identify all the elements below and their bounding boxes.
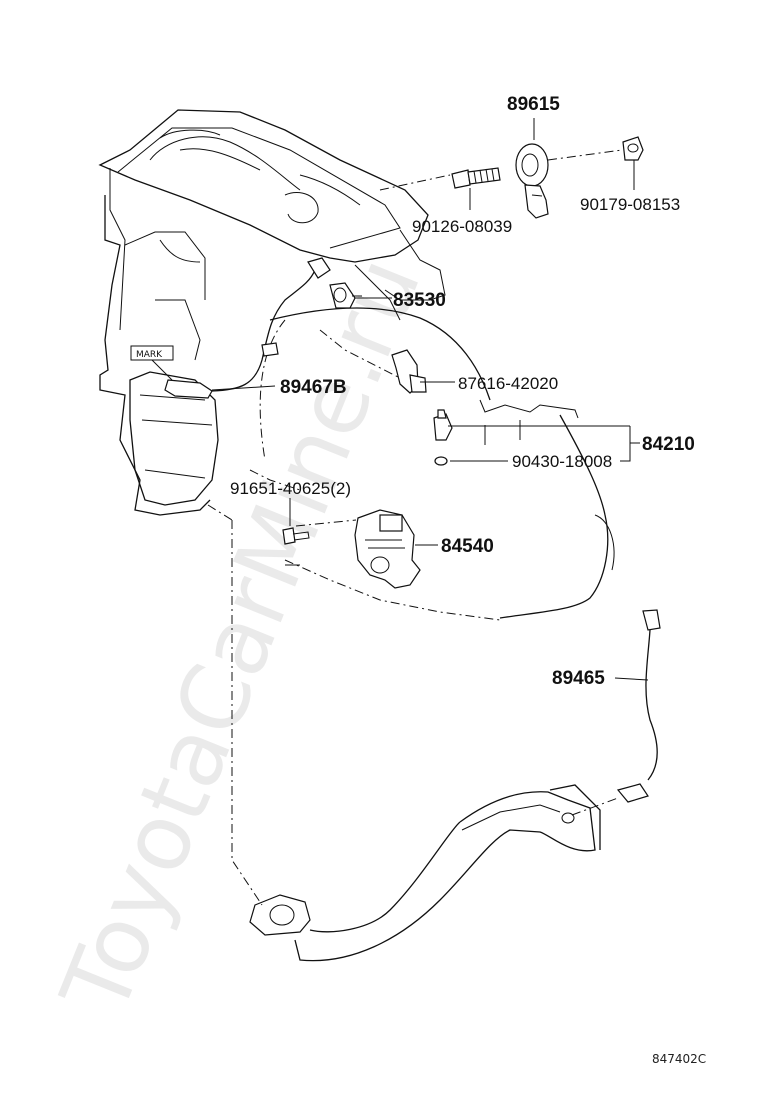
gasket-part[interactable] xyxy=(434,456,448,466)
air-fuel-sensor-part[interactable] xyxy=(164,257,331,399)
bolt-part[interactable] xyxy=(282,527,310,545)
label-89465: 89465 xyxy=(552,668,605,689)
mark-label: MARK xyxy=(136,350,163,360)
label-89615: 89615 xyxy=(507,94,560,115)
mark-callout: MARK xyxy=(130,345,174,381)
nut-part[interactable] xyxy=(622,136,644,161)
label-84540: 84540 xyxy=(441,536,494,557)
label-90179-08153: 90179-08153 xyxy=(580,195,680,214)
watermark-text: ToyotaCarMine.ru xyxy=(41,243,442,1029)
oil-pressure-switch-part[interactable] xyxy=(329,282,362,309)
stud-bolt-part[interactable] xyxy=(451,167,501,189)
label-87616-42020: 87616-42020 xyxy=(458,374,558,393)
neutral-switch-part[interactable] xyxy=(354,509,421,589)
label-90430-18008: 90430-18008 xyxy=(512,452,612,471)
leader-lines xyxy=(207,118,649,906)
diagram-code: 847402C xyxy=(652,1052,706,1066)
clamp-part[interactable] xyxy=(391,349,427,394)
exhaust-pipe-illustration xyxy=(249,784,601,962)
label-89467B: 89467B xyxy=(280,377,347,398)
label-91651-40625: 91651-40625(2) xyxy=(230,479,351,498)
temperature-sensor-part[interactable] xyxy=(433,409,453,441)
oxygen-sensor-part[interactable] xyxy=(616,609,661,803)
label-84210: 84210 xyxy=(642,434,695,455)
knock-sensor-part[interactable] xyxy=(515,143,549,219)
label-83530: 83530 xyxy=(393,290,446,311)
engine-block-illustration xyxy=(98,109,615,621)
label-90126-08039: 90126-08039 xyxy=(412,217,512,236)
